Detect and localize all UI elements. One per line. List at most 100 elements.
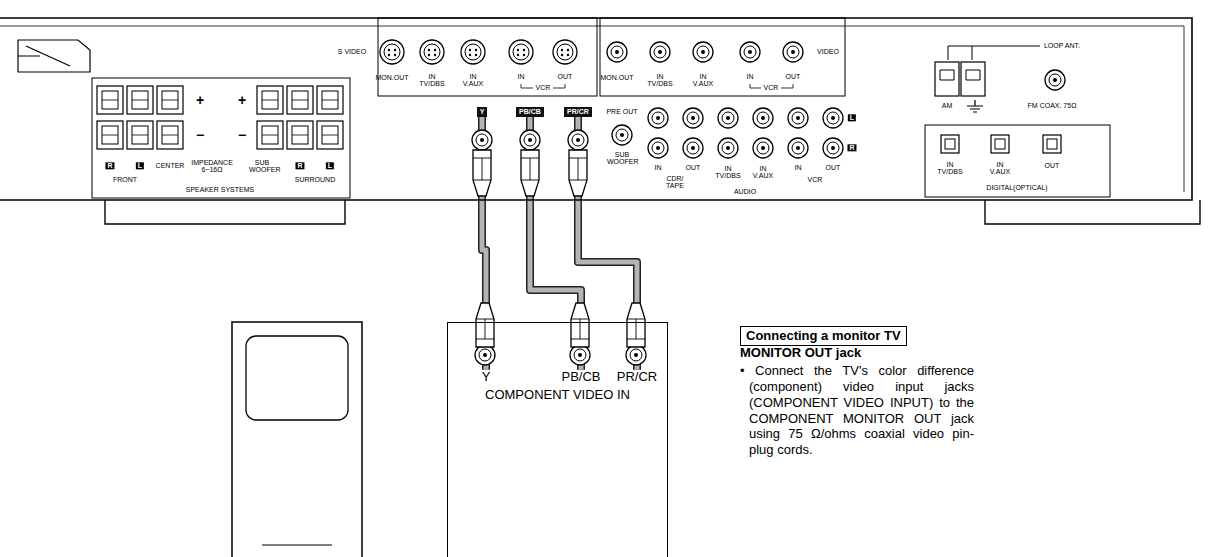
panel-label: IN V.AUX xyxy=(689,73,717,88)
panel-label: R xyxy=(105,162,114,169)
panel-label: IN xyxy=(518,73,525,80)
panel-label: AM xyxy=(942,102,953,109)
rear-panel-outline xyxy=(0,18,1192,200)
panel-label: SURROUND xyxy=(295,176,335,183)
panel-label: FM COAX. 75Ω xyxy=(1028,102,1077,109)
foot xyxy=(985,200,1200,224)
panel-label: VCR xyxy=(764,84,779,91)
audio-jack xyxy=(753,138,773,158)
panel-label: IN TV/DBS xyxy=(418,73,446,88)
panel-label: − xyxy=(196,128,204,143)
panel-label: R xyxy=(295,162,304,169)
panel-label: IN xyxy=(795,164,802,171)
rear-panel-bevel xyxy=(0,26,1184,192)
audio-jack xyxy=(648,138,668,158)
speaker-terminal xyxy=(97,86,123,114)
jack-tag: Y xyxy=(477,107,488,117)
audio-jack xyxy=(718,138,738,158)
panel-label: L xyxy=(136,162,144,169)
panel-label: L xyxy=(326,162,334,169)
speaker-terminal xyxy=(127,86,153,114)
panel-label: SUB WOOFER xyxy=(607,151,637,166)
panel-label: IN TV/DBS xyxy=(646,73,674,88)
s-video-jack xyxy=(461,40,485,64)
panel-label: SUB WOOFER xyxy=(249,159,275,174)
loop-ant-bracket xyxy=(972,46,973,60)
panel-label: OUT xyxy=(1045,162,1060,169)
panel-label: MON.OUT xyxy=(600,74,633,81)
speaker-terminal xyxy=(287,86,313,114)
pin-plug xyxy=(627,303,645,347)
video-jack xyxy=(693,42,713,62)
panel-label: SPEAKER SYSTEMS xyxy=(186,186,254,193)
component-jack xyxy=(472,130,492,150)
am-terminal xyxy=(935,62,959,96)
note-text: • Connect the TV's color difference (com… xyxy=(740,363,974,458)
optical-jack xyxy=(941,135,959,153)
jack-tag: PB/CB xyxy=(516,107,544,117)
node-text: PB/CB xyxy=(519,108,541,116)
speaker-terminal xyxy=(127,121,153,149)
video-jack xyxy=(740,42,760,62)
s-video-jack xyxy=(420,40,444,64)
speaker-terminal xyxy=(157,121,183,149)
panel-label: CDR/ TAPE xyxy=(664,175,686,190)
note-heading: MONITOR OUT jack xyxy=(740,346,861,360)
jack-tag: PR/CR xyxy=(564,107,592,117)
panel-label: IN V.AUX xyxy=(986,161,1014,176)
panel-label: + xyxy=(238,93,246,108)
panel-label: IN V.AUX xyxy=(749,165,777,180)
jack-label: PR/CR xyxy=(616,370,658,384)
am-terminal-lever xyxy=(940,70,980,80)
speaker-terminal xyxy=(317,86,343,114)
component-jack xyxy=(568,130,588,150)
panel-label: OUT xyxy=(826,164,841,171)
digital-section xyxy=(925,125,1110,197)
panel-label: R xyxy=(847,144,856,151)
panel-label: OUT xyxy=(786,73,801,80)
speaker-terminal xyxy=(287,121,313,149)
video-jack xyxy=(607,42,627,62)
panel-label: S VIDEO xyxy=(338,48,366,55)
panel-label: + xyxy=(196,93,204,108)
panel-label: FRONT xyxy=(113,176,137,183)
panel-caption: COMPONENT VIDEO IN xyxy=(448,387,667,402)
speaker-section xyxy=(92,78,350,198)
node-text: Y xyxy=(480,108,485,116)
tv-detail xyxy=(262,544,332,545)
pin-plug xyxy=(473,150,491,196)
video-section xyxy=(600,18,845,96)
s-video-jack xyxy=(380,40,404,64)
pin-plug xyxy=(476,303,494,347)
component-input-jack xyxy=(475,345,495,365)
speaker-terminal xyxy=(257,86,283,114)
audio-jack xyxy=(718,108,738,128)
panel-label: L xyxy=(848,114,856,121)
am-terminal xyxy=(961,62,985,96)
pin-plug xyxy=(571,303,589,347)
component-input-jack xyxy=(570,345,590,365)
node-text: PR/CR xyxy=(567,108,589,116)
loop-ant-bracket xyxy=(948,46,1040,60)
tv-screen xyxy=(246,336,348,420)
panel-label: IN xyxy=(747,73,754,80)
speaker-terminal xyxy=(257,121,283,149)
panel-label: LOOP ANT. xyxy=(1044,42,1080,49)
section-heading-box: Connecting a monitor TV xyxy=(740,326,907,346)
node-text: PR/CR xyxy=(617,370,657,384)
audio-jack xyxy=(823,108,843,128)
panel-label: OUT xyxy=(558,73,573,80)
panel-label: IN TV/DBS xyxy=(936,161,964,176)
tv-housing xyxy=(232,322,362,557)
video-jack xyxy=(783,42,803,62)
node-text: Connecting a monitor TV xyxy=(746,328,901,344)
audio-jack xyxy=(683,108,703,128)
jack-label: Y xyxy=(481,370,492,384)
foot xyxy=(105,200,345,224)
optical-jack xyxy=(991,135,1009,153)
panel-label: PRE OUT xyxy=(606,108,637,115)
cord-clamp xyxy=(18,40,90,72)
ground-symbol xyxy=(967,100,983,112)
